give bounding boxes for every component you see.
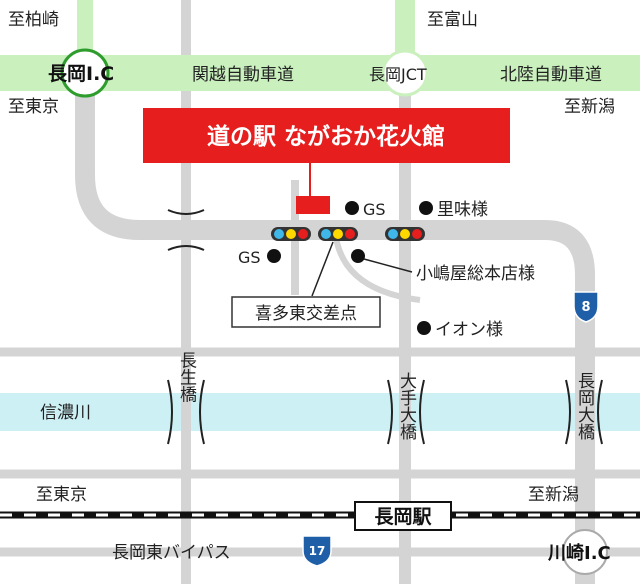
expressway-north-spur: [395, 0, 415, 55]
kanetsu-label: 関越自動車道: [192, 65, 294, 85]
to-niigata-top: 至新潟: [564, 97, 615, 117]
to-toyama: 至富山: [427, 10, 478, 30]
michinoeki-marker: [296, 196, 330, 214]
route-17-number: 17: [309, 544, 326, 558]
station-box: [354, 501, 452, 531]
title-banner: [143, 108, 510, 163]
rimi-dot: [419, 201, 433, 215]
traffic-light-west: [271, 227, 311, 241]
diagonal-road: [332, 229, 421, 303]
nagao-bashi-label: 長生橋: [176, 352, 197, 404]
nagaoka-ohashi-label: 長岡大橋: [574, 372, 595, 441]
ic-north-spur: [77, 0, 93, 55]
ote-ohashi-label: 大手大橋: [396, 372, 417, 441]
kawasaki-ic-circle: [562, 529, 608, 575]
shinano-river: [0, 393, 640, 431]
route-8-number: 8: [581, 300, 590, 315]
intersection-box: [231, 296, 381, 328]
rimi-label: 里味様: [437, 200, 488, 220]
kojimaya-leader: [363, 258, 413, 273]
route-8-shield: 8: [573, 291, 599, 323]
to-kashiwazaki: 至柏崎: [8, 10, 59, 30]
gs-south-label: GS: [238, 248, 261, 267]
hokuriku-label: 北陸自動車道: [500, 65, 602, 85]
gs-north-label: GS: [363, 200, 386, 219]
nagaoka-ic-label: 長岡I.C: [48, 63, 114, 85]
gs-north-dot: [345, 201, 359, 215]
to-niigata-bottom: 至新潟: [528, 485, 579, 505]
to-tokyo-top: 至東京: [8, 97, 59, 117]
main-road: [75, 80, 595, 584]
gs-south-dot: [267, 249, 281, 263]
nagaoka-jct-label: 長岡JCT: [369, 65, 427, 84]
aeon-label: イオン様: [435, 320, 503, 340]
overpass-mark: [167, 209, 205, 251]
aeon-dot: [417, 321, 431, 335]
page-title: 道の駅 ながおか花火館: [207, 123, 445, 150]
nagaoka-jct-circle: [381, 49, 429, 97]
bypass-label: 長岡東バイパス: [112, 543, 231, 563]
river-label: 信濃川: [40, 403, 91, 423]
traffic-light-center: [318, 227, 358, 241]
to-tokyo-bottom: 至東京: [36, 485, 87, 505]
intersection-leader: [311, 241, 334, 297]
bridge-marks: [167, 379, 603, 445]
station-label: 長岡駅: [374, 506, 432, 528]
kojimaya-dot: [351, 249, 365, 263]
intersection-label: 喜多東交差点: [255, 304, 357, 324]
nagaoka-ic-circle: [60, 48, 110, 98]
traffic-light-east: [385, 227, 425, 241]
route-17-shield: 17: [302, 535, 332, 567]
kawasaki-ic-label: 川崎I.C: [547, 542, 611, 564]
kojimaya-label: 小嶋屋総本店様: [416, 264, 535, 284]
